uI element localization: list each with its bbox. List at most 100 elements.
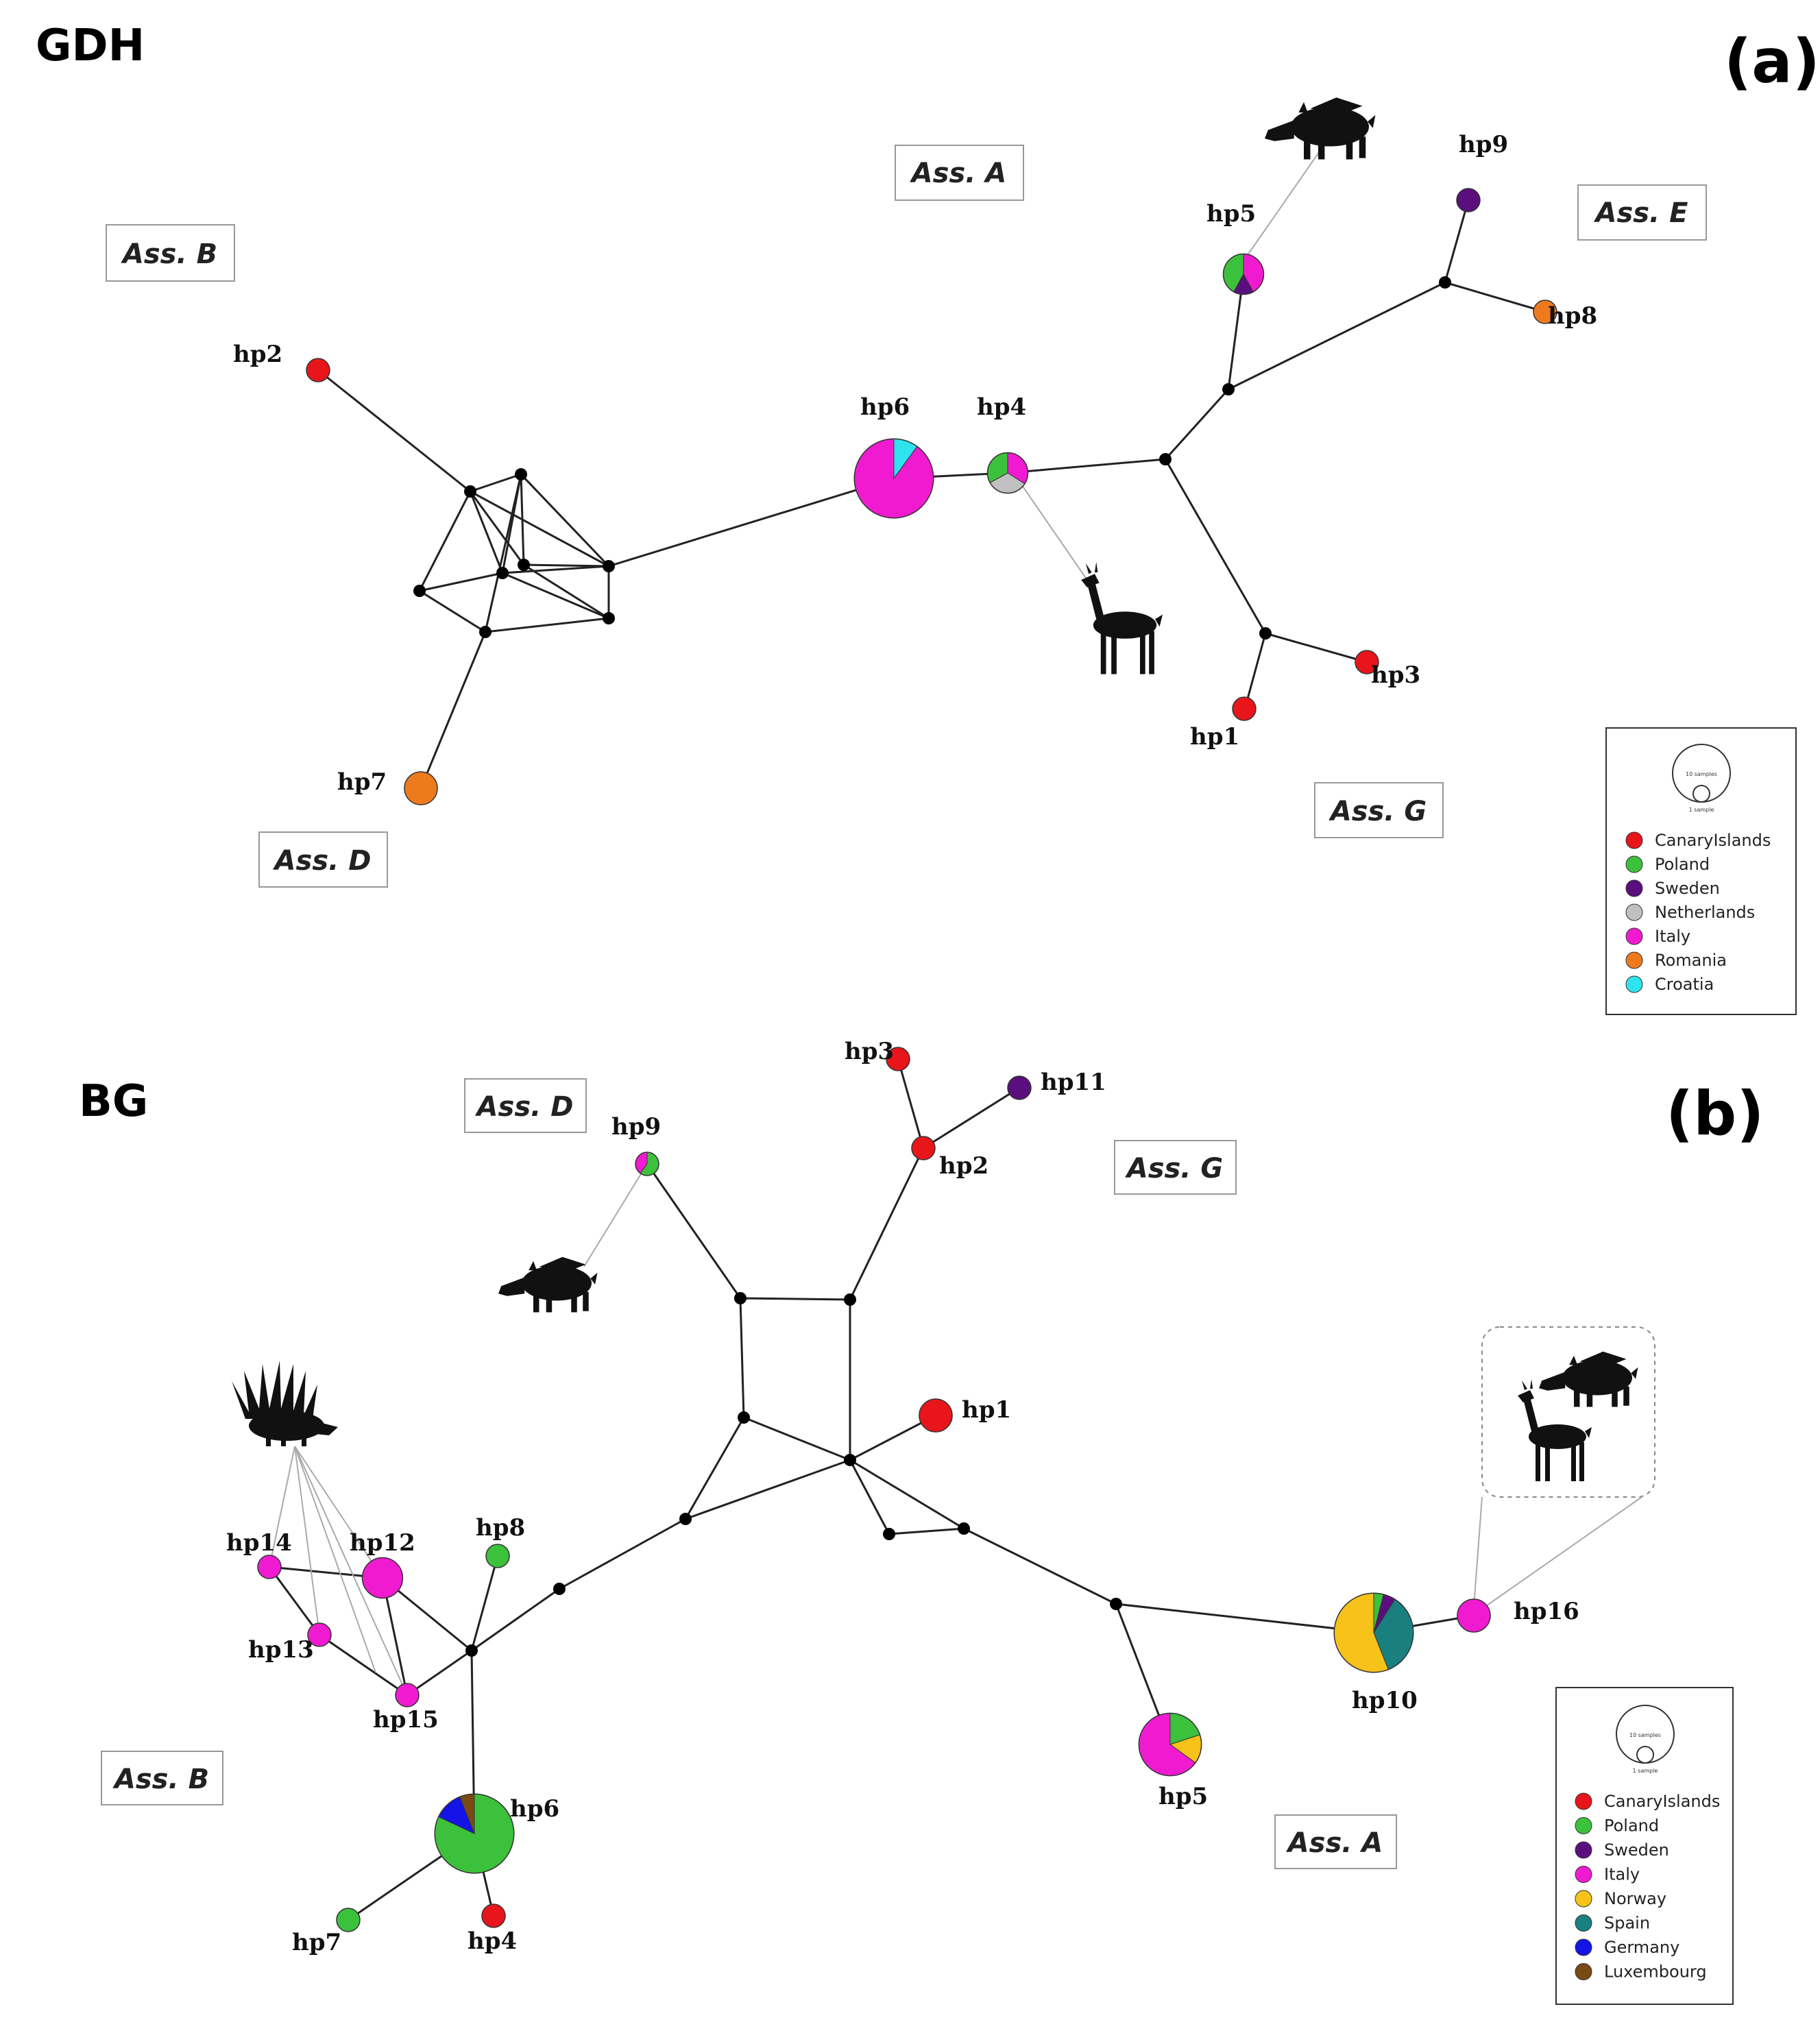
svg-text:Ass. D: Ass. D <box>475 1091 574 1123</box>
pie-slice-Sweden <box>1007 1075 1032 1100</box>
haplotype-labels-b: hp3 hp11 hp2 hp9 hp1 hp16 hp10 hp5 hp8 h… <box>226 1038 1579 1956</box>
panel-b-gene-title: BG <box>79 1076 148 1127</box>
legend-swatch-Italy <box>1625 927 1643 945</box>
legend-swatch-Netherlands <box>1625 903 1643 921</box>
legend-swatch-Romania <box>1625 951 1643 969</box>
pie-slice-CanaryIslands <box>911 1136 936 1160</box>
legend-label-CanaryIslands: CanaryIslands <box>1604 1792 1720 1811</box>
pie-slice-Poland <box>485 1544 510 1568</box>
network-edges-a <box>317 199 1546 789</box>
haplotype-node-b-hp5 <box>1138 1712 1202 1777</box>
haplotype-node-b-hp16 <box>1457 1598 1491 1633</box>
haplotype-node-b-hp3 <box>886 1047 910 1071</box>
haplotype-node-b-hp10 <box>1333 1592 1414 1673</box>
pie-slice-Italy <box>1457 1598 1491 1633</box>
pie-slice-CanaryIslands <box>306 358 330 382</box>
hp-label-b-hp6: hp6 <box>510 1795 559 1823</box>
animal-links-a <box>1017 138 1329 585</box>
haplotype-node-a-hp5 <box>1222 253 1265 295</box>
assemblage-label-b: Ass. B <box>106 224 235 282</box>
pie-slice-CanaryIslands <box>919 1398 953 1433</box>
hp-label-b-hp9: hp9 <box>611 1113 661 1141</box>
legend-swatch-Germany <box>1575 1938 1592 1956</box>
haplotype-node-a-hp3 <box>1355 650 1379 674</box>
pie-slice-Romania <box>1533 300 1557 324</box>
legend-label-Italy: Italy <box>1604 1865 1640 1884</box>
pie-slice-Romania <box>404 771 438 805</box>
haplotype-nodes-b <box>257 1047 1491 1932</box>
legend-swatch-Italy <box>1575 1866 1592 1883</box>
haplotype-node-b-hp4 <box>481 1903 506 1928</box>
panel-a-gene-title: GDH <box>36 21 145 71</box>
scale-circle-small <box>1692 785 1710 803</box>
haplotype-node-b-hp13 <box>307 1622 332 1647</box>
hp-label-a-hp7: hp7 <box>337 768 387 796</box>
legend-label-Sweden: Sweden <box>1655 879 1720 898</box>
hp-label-b-hp5: hp5 <box>1158 1783 1208 1810</box>
haplotype-node-a-hp1 <box>1232 696 1257 721</box>
pie-slice-Italy <box>257 1555 282 1579</box>
legend-label-Luxembourg: Luxembourg <box>1604 1962 1707 1982</box>
panel-a-gdh-network: GDH (a) Ass. A Ass. B Ass. D Ass. E Ass.… <box>36 21 1820 1015</box>
hp-label-a-hp4: hp4 <box>977 393 1026 421</box>
legend-swatch-CanaryIslands <box>1575 1792 1592 1810</box>
haplotype-node-b-hp14 <box>257 1555 282 1579</box>
callout-box <box>1481 1326 1655 1498</box>
haplotype-node-b-hp9 <box>635 1152 659 1176</box>
legend-label-Romania: Romania <box>1655 951 1727 970</box>
hp-label-b-hp3: hp3 <box>845 1038 894 1065</box>
pie-slice-CanaryIslands <box>1355 650 1379 674</box>
assemblage-label-g: Ass. G <box>1314 782 1444 838</box>
hp-label-b-hp2: hp2 <box>939 1152 988 1180</box>
hp-label-a-hp2: hp2 <box>233 341 282 368</box>
hp-label-a-hp1: hp1 <box>1190 723 1239 751</box>
pie-slice-Sweden <box>1456 188 1481 212</box>
panel-a-letter: (a) <box>1724 26 1820 97</box>
pie-slice-CanaryIslands <box>886 1047 910 1071</box>
animal-links-b <box>269 1163 1642 1696</box>
legend-label-Norway: Norway <box>1604 1889 1666 1908</box>
svg-text:10 samples: 10 samples <box>1686 771 1717 777</box>
hp-label-a-hp3: hp3 <box>1371 661 1420 689</box>
assemblage-label-b: Ass. B <box>101 1751 223 1805</box>
haplotype-node-a-hp8 <box>1533 300 1557 324</box>
legend-swatch-Sweden <box>1575 1841 1592 1859</box>
haplotype-labels-a: hp2 hp6 hp4 hp5 hp9 hp8 hp3 hp1 hp7 <box>233 131 1597 796</box>
haplotype-node-b-hp2 <box>911 1136 936 1160</box>
assemblage-label-a: Ass. A <box>895 145 1024 201</box>
pie-slice-Italy <box>395 1683 420 1707</box>
legend-label-CanaryIslands: CanaryIslands <box>1655 831 1771 850</box>
svg-text:Ass. E: Ass. E <box>1593 197 1688 229</box>
hp-label-b-hp10: hp10 <box>1352 1687 1418 1714</box>
haplotype-node-b-hp8 <box>485 1544 510 1568</box>
haplotype-node-b-hp15 <box>395 1683 420 1707</box>
legend-swatch-Spain <box>1575 1914 1592 1932</box>
haplotype-node-a-hp7 <box>404 771 438 805</box>
legend-a: 10 samples 1 sample CanaryIslandsPolandS… <box>1605 727 1797 1015</box>
roe-deer-icon <box>1081 561 1163 674</box>
wild-boar-icon <box>498 1256 598 1313</box>
assemblage-label-d: Ass. D <box>258 831 388 888</box>
hp-label-b-hp16: hp16 <box>1514 1598 1579 1625</box>
pie-slice-CanaryIslands <box>481 1903 506 1928</box>
legend-swatch-Luxembourg <box>1575 1963 1592 1980</box>
legend-label-Netherlands: Netherlands <box>1655 903 1755 922</box>
legend-swatch-Croatia <box>1625 975 1643 993</box>
legend-label-Sweden: Sweden <box>1604 1840 1669 1860</box>
assemblage-label-e: Ass. E <box>1577 184 1707 241</box>
svg-text:Ass. G: Ass. G <box>1328 796 1427 827</box>
assemblage-label-g: Ass. G <box>1114 1140 1237 1195</box>
wild-boar-icon <box>1265 97 1376 160</box>
legend-swatch-Norway <box>1575 1890 1592 1908</box>
assemblage-label-a: Ass. A <box>1274 1814 1397 1869</box>
svg-text:Ass. D: Ass. D <box>273 845 372 877</box>
hp-label-b-hp11: hp11 <box>1041 1069 1106 1096</box>
svg-text:Ass. B: Ass. B <box>112 1764 209 1795</box>
haplotype-node-b-hp12 <box>361 1557 404 1599</box>
haplotype-node-a-hp9 <box>1456 188 1481 212</box>
pie-slice-Italy <box>307 1622 332 1647</box>
svg-text:1 sample: 1 sample <box>1633 1768 1658 1774</box>
legend-swatch-Poland <box>1625 855 1643 873</box>
hp-label-b-hp7: hp7 <box>292 1929 341 1956</box>
legend-swatch-Sweden <box>1625 879 1643 897</box>
